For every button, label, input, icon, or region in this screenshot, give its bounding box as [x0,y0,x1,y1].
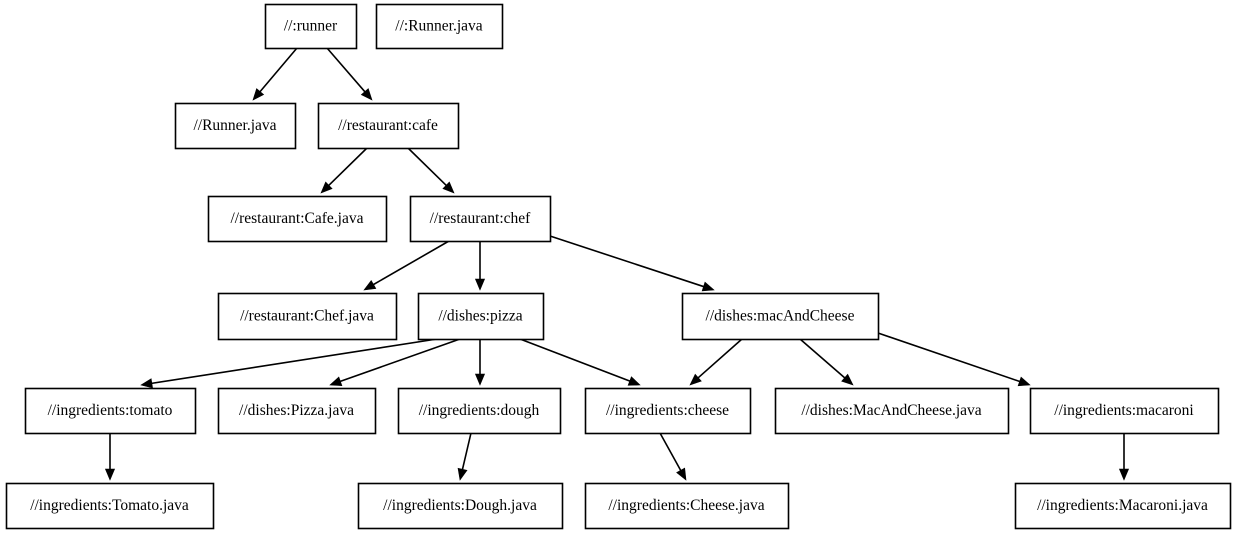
arrow-head-icon [457,467,468,481]
graph-edge [799,338,854,386]
node-label: //dishes:pizza [438,308,522,325]
graph-node-ingredients_macaroni[interactable]: //ingredients:macaroni [1029,387,1220,435]
node-box[interactable] [584,387,752,435]
node-label: //ingredients:Dough.java [383,497,537,514]
graph-node-restaurant_chef[interactable]: //restaurant:chef [409,195,552,243]
node-label: //dishes:macAndCheese [706,308,855,325]
node-label: //restaurant:Chef.java [240,308,374,325]
node-box[interactable] [357,482,564,530]
graph-edge [329,338,461,386]
graph-edge [104,433,116,481]
graph-node-ingredients_tomato_java[interactable]: //ingredients:Tomato.java [5,482,215,530]
arrow-head-icon [841,373,854,386]
node-box[interactable] [774,387,1010,435]
graph-edge [689,338,743,386]
graph-node-dishes_pizza_java[interactable]: //dishes:Pizza.java [217,387,377,435]
node-label: //restaurant:chef [430,210,532,227]
arrow-head-icon [363,279,377,291]
node-box[interactable] [375,3,504,50]
node-label: //:Runner.java [395,18,483,35]
arrow-head-icon [701,281,715,292]
arrow-head-icon [676,467,687,481]
arrow-head-icon [320,181,333,194]
graph-node-runner_java[interactable]: //Runner.java [174,102,297,150]
graph-node-ingredients_dough[interactable]: //ingredients:dough [397,387,562,435]
arrow-head-icon [360,88,373,101]
node-label: //:runner [284,18,338,35]
arrow-head-icon [329,376,343,386]
node-label: //ingredients:Macaroni.java [1037,497,1208,514]
arrow-head-icon [442,181,455,194]
nodes-layer: //:runner //:Runner.java //Runner.java //re… [5,3,1232,530]
node-box[interactable] [584,482,790,530]
node-box[interactable] [24,387,197,435]
graph-node-restaurant_chef_java[interactable]: //restaurant:Chef.java [217,292,398,341]
edges-layer [104,47,1130,481]
graph-edge [457,432,472,481]
node-label: //ingredients:dough [419,402,540,419]
graph-node-restaurant_cafe[interactable]: //restaurant:cafe [317,102,460,150]
graph-edge [326,47,373,101]
graph-edge [140,338,438,389]
node-box[interactable] [207,195,388,243]
graph-node-runner[interactable]: //:runner [264,3,358,50]
node-label: //restaurant:cafe [338,117,438,134]
node-box[interactable] [217,292,398,341]
graph-node-dishes_macandcheese[interactable]: //dishes:macAndCheese [681,292,880,341]
node-label: //ingredients:macaroni [1054,402,1194,419]
arrow-head-icon [104,468,116,481]
node-label: //ingredients:cheese [606,402,729,419]
graph-node-ingredients_tomato[interactable]: //ingredients:tomato [24,387,197,435]
node-label: //dishes:Pizza.java [239,402,354,419]
graph-node-restaurant_cafe_java[interactable]: //restaurant:Cafe.java [207,195,388,243]
node-box[interactable] [264,3,358,50]
arrow-head-icon [1017,376,1031,387]
node-box[interactable] [174,102,297,150]
graph-node-dishes_pizza[interactable]: //dishes:pizza [417,292,545,341]
node-box[interactable] [409,195,552,243]
node-box[interactable] [1029,387,1220,435]
graph-node-ingredients_cheese[interactable]: //ingredients:cheese [584,387,752,435]
arrow-head-icon [1118,468,1130,481]
graph-edge [474,241,486,291]
graph-node-ingredients_dough_java[interactable]: //ingredients:Dough.java [357,482,564,530]
node-label: //restaurant:Cafe.java [231,210,364,227]
graph-edge [877,332,1031,387]
node-label: //ingredients:Tomato.java [30,497,189,514]
arrow-head-icon [474,278,486,291]
graph-node-ingredients_macaroni_java[interactable]: //ingredients:Macaroni.java [1014,482,1232,530]
node-label: //Runner.java [193,117,276,134]
node-box[interactable] [317,102,460,150]
graph-node-runner_java_root[interactable]: //:Runner.java [375,3,504,50]
graph-node-dishes_mac_java[interactable]: //dishes:MacAndCheese.java [774,387,1010,435]
arrow-head-icon [689,373,702,386]
node-label: //ingredients:tomato [48,402,173,419]
node-box[interactable] [417,292,545,341]
graph-node-ingredients_cheese_java[interactable]: //ingredients:Cheese.java [584,482,790,530]
graph-edge [407,147,455,194]
arrow-head-icon [627,376,641,386]
arrow-head-icon [140,378,153,389]
arrow-head-icon [252,88,265,101]
node-box[interactable] [397,387,562,435]
graph-edge [320,147,368,194]
graph-edge [363,240,450,291]
graph-edge [659,432,687,481]
node-box[interactable] [681,292,880,341]
graph-edge [252,47,298,101]
graph-edge [549,235,715,292]
graph-edge [1118,433,1130,481]
node-box[interactable] [5,482,215,530]
graph-edge [519,338,641,386]
node-box[interactable] [1014,482,1232,530]
graph-edge [474,339,486,386]
node-label: //dishes:MacAndCheese.java [801,402,981,419]
node-label: //ingredients:Cheese.java [608,497,764,514]
arrow-head-icon [474,373,486,386]
node-box[interactable] [217,387,377,435]
